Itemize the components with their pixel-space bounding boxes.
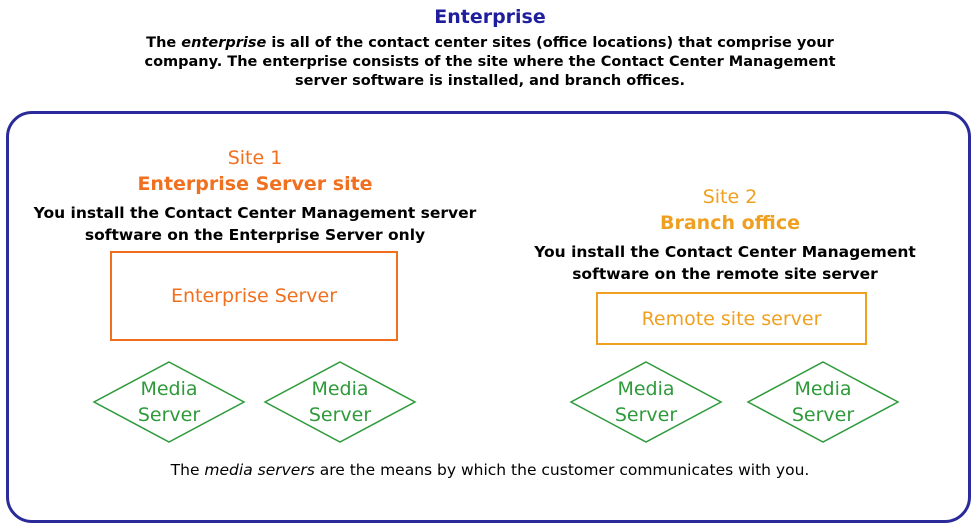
media-server-label-line1: Media bbox=[617, 378, 675, 400]
media-server-label-line1: Media bbox=[311, 378, 369, 400]
intro-emphasis: enterprise bbox=[181, 35, 267, 51]
site1-name: Enterprise Server site bbox=[137, 173, 373, 195]
media-server-label-line1: Media bbox=[140, 378, 198, 400]
site2-name: Branch office bbox=[660, 212, 800, 234]
site1-number: Site 1 bbox=[227, 147, 283, 169]
intro-pre: The bbox=[146, 35, 182, 51]
site1-description: You install the Contact Center Managemen… bbox=[33, 204, 477, 244]
diagram-title: Enterprise bbox=[434, 6, 546, 28]
media-server-label-line2: Server bbox=[308, 404, 372, 426]
media-server-label-line1: Media bbox=[794, 378, 852, 400]
footer-rest: are the means by which the customer comm… bbox=[314, 461, 810, 479]
enterprise-server-box: Enterprise Server bbox=[110, 251, 398, 341]
site2-description: You install the Contact Center Managemen… bbox=[534, 243, 916, 283]
footer-pre: The bbox=[170, 461, 205, 479]
site2-number: Site 2 bbox=[702, 186, 758, 208]
media-server-label-line2: Server bbox=[137, 404, 201, 426]
intro-rest: is all of the contact center sites (offi… bbox=[144, 35, 836, 89]
footer-text: The media servers are the means by which… bbox=[0, 461, 980, 479]
media-server-label-line2: Server bbox=[614, 404, 678, 426]
media-server-label-line2: Server bbox=[791, 404, 855, 426]
intro-text: The enterprise is all of the contact cen… bbox=[120, 34, 860, 91]
footer-emphasis: media servers bbox=[204, 461, 315, 479]
remote-site-server-box: Remote site server bbox=[596, 292, 867, 345]
enterprise-frame bbox=[6, 111, 971, 523]
